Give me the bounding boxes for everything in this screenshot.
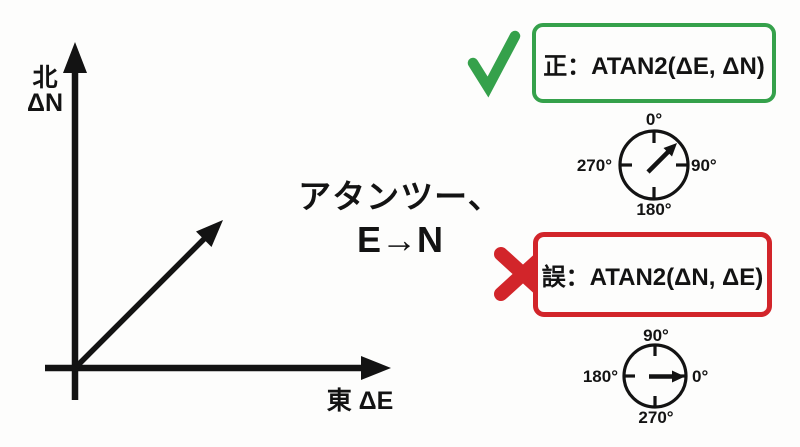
north-axis-arrowhead-icon: [63, 42, 87, 73]
wrong-formula-text: 誤：ATAN2(ΔN, ΔE): [541, 264, 764, 291]
wrong-compass-needle-arrowhead-icon: [672, 370, 685, 383]
wrong-compass-label-top: 90°: [643, 326, 669, 345]
east-axis-arrowhead-icon: [361, 356, 391, 380]
correct-compass-label-left: 270°: [576, 156, 612, 175]
correct-formula-box: 正：ATAN2(ΔE, ΔN): [532, 23, 776, 103]
caption-line2: E→N: [356, 219, 443, 260]
correct-compass-icon: [618, 129, 690, 201]
center-caption: アタンツー、 E→N: [250, 176, 550, 262]
wrong-compass-label-left: 180°: [582, 367, 618, 386]
wrong-formula-box: 誤：ATAN2(ΔN, ΔE): [533, 232, 772, 317]
bearing-vector-arrowhead-icon: [196, 220, 223, 247]
correct-formula-text: 正：ATAN2(ΔE, ΔN): [543, 52, 765, 80]
correct-compass-label-right: 90°: [691, 156, 717, 175]
correct-compass-needle: [646, 150, 670, 174]
correct-compass-needle-arrowhead-icon: [663, 143, 677, 157]
correct-compass-label-top: 0°: [645, 110, 663, 129]
wrong-compass-icon: [622, 343, 688, 409]
east-axis-label: 東 ΔE: [327, 387, 394, 415]
check-icon: [467, 30, 521, 98]
correct-compass-label-bottom: 180°: [636, 200, 672, 219]
bearing-vector-line: [74, 235, 208, 369]
wrong-compass-label-bottom: 270°: [638, 408, 674, 427]
wrong-compass-label-right: 0°: [692, 367, 709, 386]
north-axis-delta-label: ΔN: [27, 89, 63, 117]
en-axes-figure: 北 ΔN 東 ΔE: [27, 42, 394, 415]
north-axis-kanji-label: 北: [32, 64, 57, 92]
caption-line1: アタンツー、: [298, 178, 502, 215]
